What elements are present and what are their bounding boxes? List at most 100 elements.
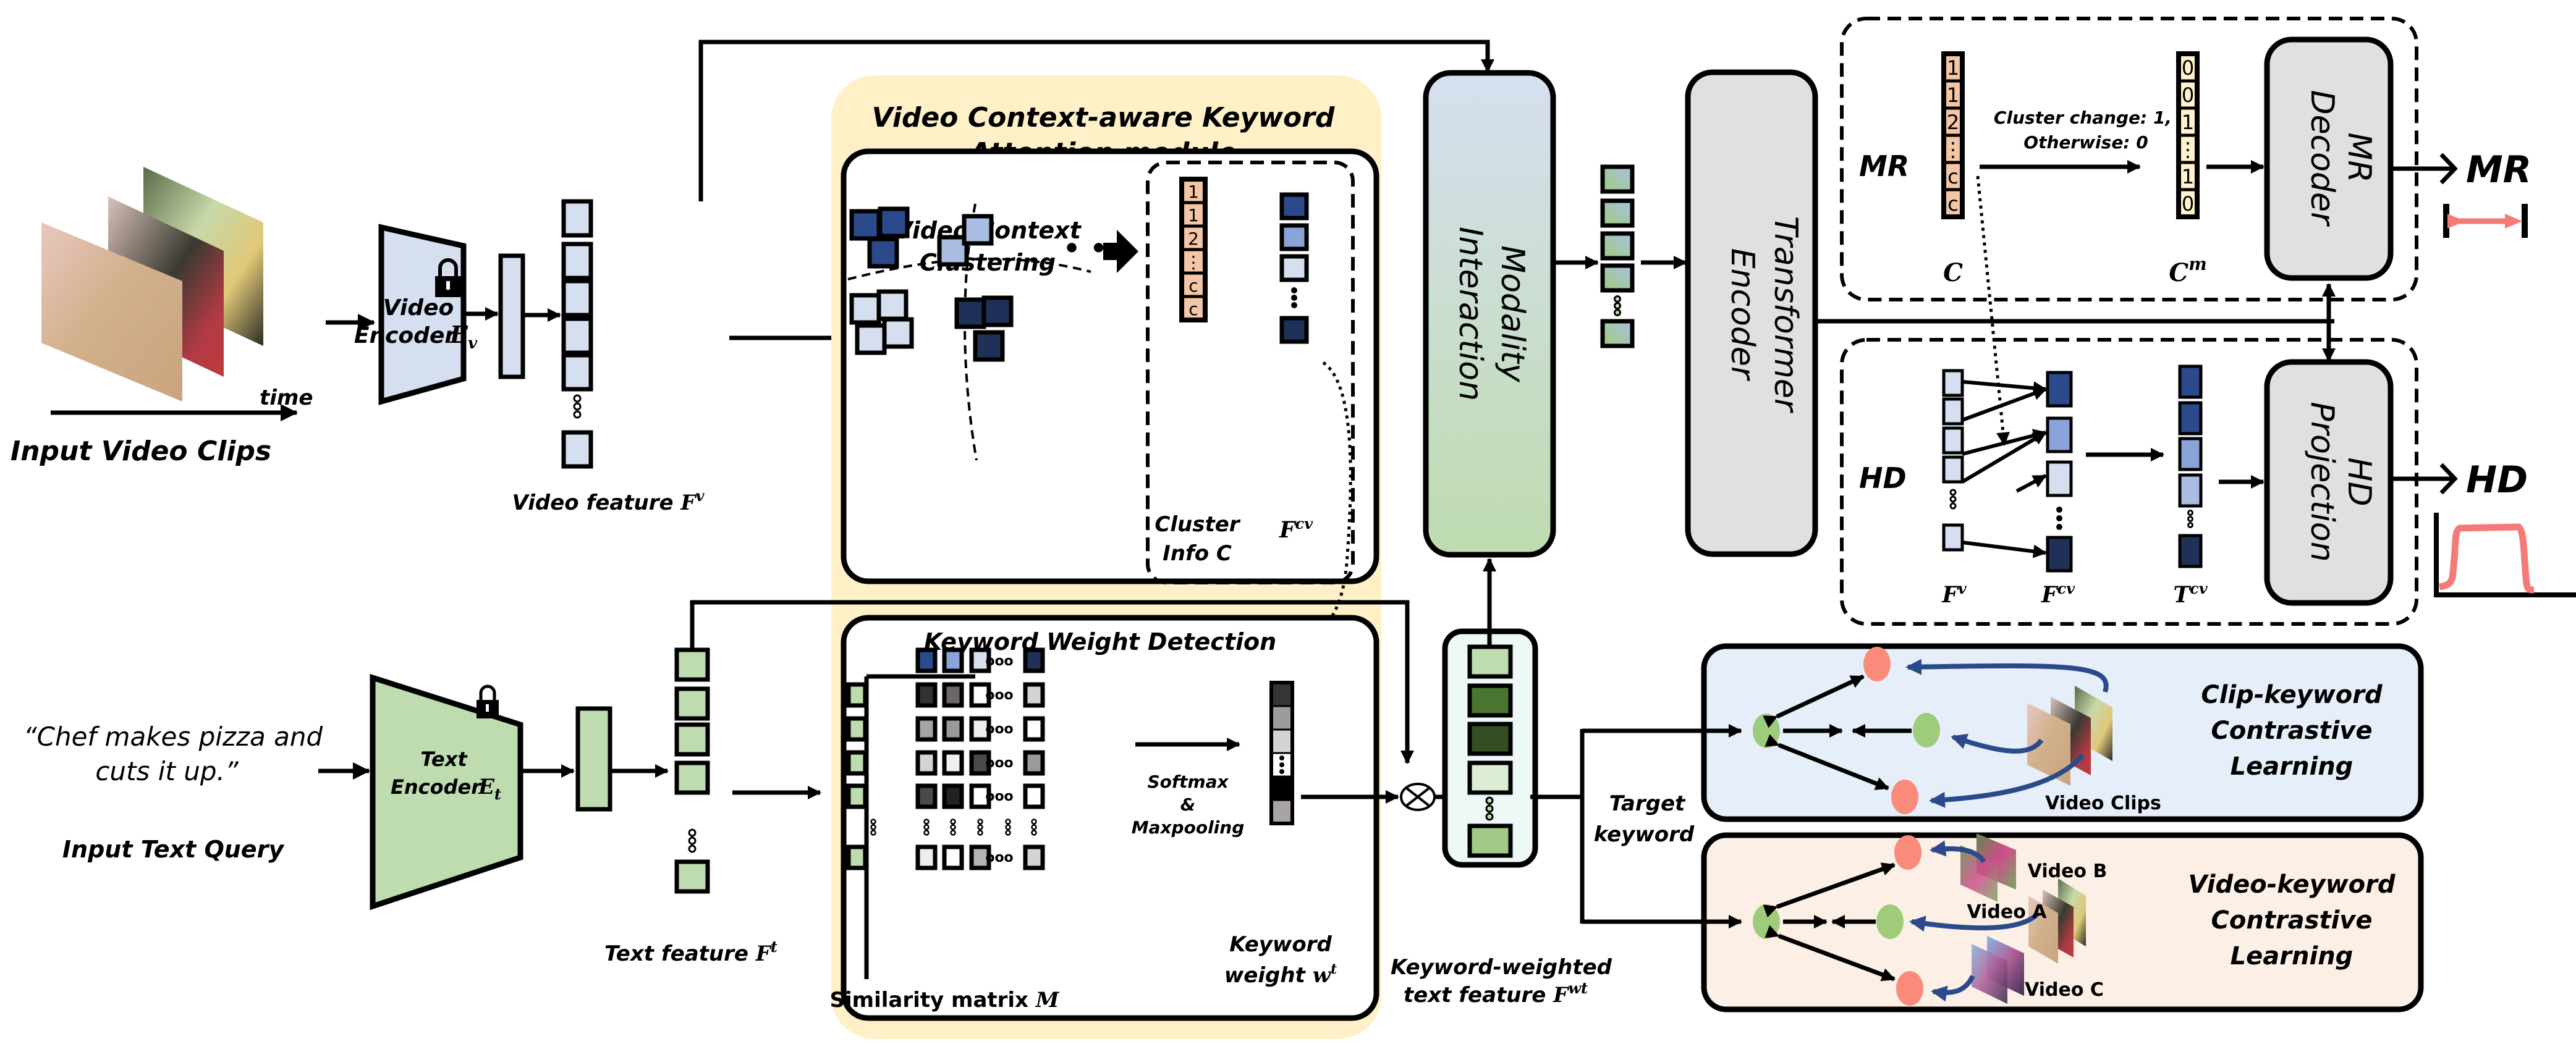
hd-projection-line2: Projection [2303,402,2341,562]
hd-tcv-cell [2178,364,2203,399]
target-keyword-line2: keyword [1594,822,1695,847]
ellipsis-dot [1485,796,1494,805]
cluster-info-value: c [1188,299,1198,319]
circled-times-icon [1400,783,1436,811]
ellipsis-dot [1949,489,1957,496]
cluster-point [867,237,899,269]
modality-interaction-block: Modality Interaction [1423,70,1556,558]
negative-node-bottom [1891,780,1918,814]
video-encoder-symbol: Ev [449,321,478,353]
hd-branch-panel: HD Fv Fcv Tcv HD Projection [1840,338,2418,626]
hd-tcv-cell [2178,473,2203,508]
video-projection-block [498,253,525,379]
ellipsis-dot [1005,830,1011,836]
ellipsis-dot [1485,804,1494,813]
matrix-cell [942,682,964,708]
ellipsis-dot [1291,302,1297,308]
mr-cm-value: 0 [2182,192,2194,216]
video-feature-cell [561,199,593,238]
cluster-info-value: 2 [1188,229,1199,249]
ellipsis-dot [977,819,983,825]
cluster-info-caption-line1: Cluster [1155,512,1240,537]
fwt-stack [1467,644,1513,858]
input-video-clips: time Input Video Clips [11,167,313,467]
text-encoder-symbol: Et [478,775,501,803]
mr-cm-frame [2176,51,2200,219]
ellipsis-dot [1279,762,1284,767]
matrix-text-token-cell [846,682,868,708]
video-keyword-title-line2: Contrastive [2211,906,2373,935]
cluster-info-value: ⋮ [1185,252,1202,272]
hd-fv-cell [1942,455,1964,484]
ellipsis-dot [870,824,876,830]
negative-node-top [1863,647,1891,681]
matrix-cell [969,783,991,809]
cluster-info-cell [1180,271,1207,298]
mr-rule-line1: Cluster change: 1, [1994,107,2172,128]
matrix-ellipsis: ooo [985,756,1013,771]
transformer-line1: Transformer [1767,216,1804,414]
cluster-info-dashed-group [1146,161,1355,584]
matrix-cell [969,716,991,742]
fwt-cell [1467,683,1513,718]
mr-cm-column: 001⋮10 [2176,51,2200,219]
matrix-ellipsis: ooo [985,688,1013,703]
video-encoder-line1: Video [383,295,454,321]
negative-node-bottom [1896,971,1923,1006]
ellipsis-dot [923,830,930,836]
ellipsis-dot [1614,302,1621,309]
ellipsis-dot [688,828,697,837]
matrix-text-token-cell [846,750,868,776]
text-encoder: Text Encoder Et [370,673,523,911]
mr-cm-value: ⋮ [2178,138,2198,161]
hd-output-arrow [2392,463,2458,495]
blue-arrow-top [1905,659,2109,693]
ellipsis-dot [1614,295,1621,303]
text-feature-cell [674,647,710,682]
cluster-info-caption-line2: Info C [1163,541,1232,566]
matrix-text-token-cell [846,783,868,809]
matrix-text-token-cell [846,844,868,870]
text-feature-caption: Text feature Ft [604,938,777,966]
blue-arrow-video-c [1931,975,1975,1002]
fcv-column [1279,192,1309,344]
cluster-point [849,293,881,325]
ellipsis-dot [573,402,582,411]
cluster-info-value: c [1188,276,1198,296]
matrix-text-token-cell [846,716,868,742]
keyword-weight-cell [1271,800,1292,823]
hd-projection-block [2264,359,2394,606]
push-arrow-bottom [1765,925,1896,982]
ellipsis-dot [688,836,697,845]
clip-keyword-title-line1: Clip-keyword [2201,681,2383,709]
hd-fcv-cell [2046,460,2073,497]
hd-fv-cell [1942,369,1964,397]
ellipsis-dot [950,819,956,825]
mr-branch-panel: MR 112⋮cc C Cluster change: 1, Otherwise… [1840,17,2418,301]
ellipsis-dot [2056,524,2062,530]
clip-keyword-title-line3: Learning [2231,752,2354,781]
lock-icon [477,684,499,718]
text-feature-stack [674,647,710,894]
blue-arrow-bottom [1929,753,2085,808]
similarity-caption: Similarity matrix M [830,988,1060,1012]
mr-cm-label: Cm [2169,254,2206,287]
hd-aggregation-arrow [1962,380,2047,395]
hd-aggregation-arrow [2015,474,2047,493]
cluster-point [878,206,910,238]
matrix-ellipsis: ooo [985,654,1013,669]
mr-c-value: c [1947,165,1959,188]
ellipsis-dot [1005,824,1011,830]
matrix-cell [1023,716,1045,742]
ellipsis-dot [1485,812,1494,821]
hd-fv-label: Fv [1941,579,1967,608]
modality-line2: Interaction [1452,227,1489,401]
mr-cm-value: 1 [2182,165,2194,188]
mr-cm-value: 1 [2182,111,2194,134]
mr-branch-label: MR [1859,149,1909,183]
fused-token-cell [1600,198,1635,228]
hd-fv-cell [1942,397,1964,426]
push-arrow-top [1763,674,1865,728]
text-projection-block [575,706,612,812]
matrix-cell [969,844,991,870]
